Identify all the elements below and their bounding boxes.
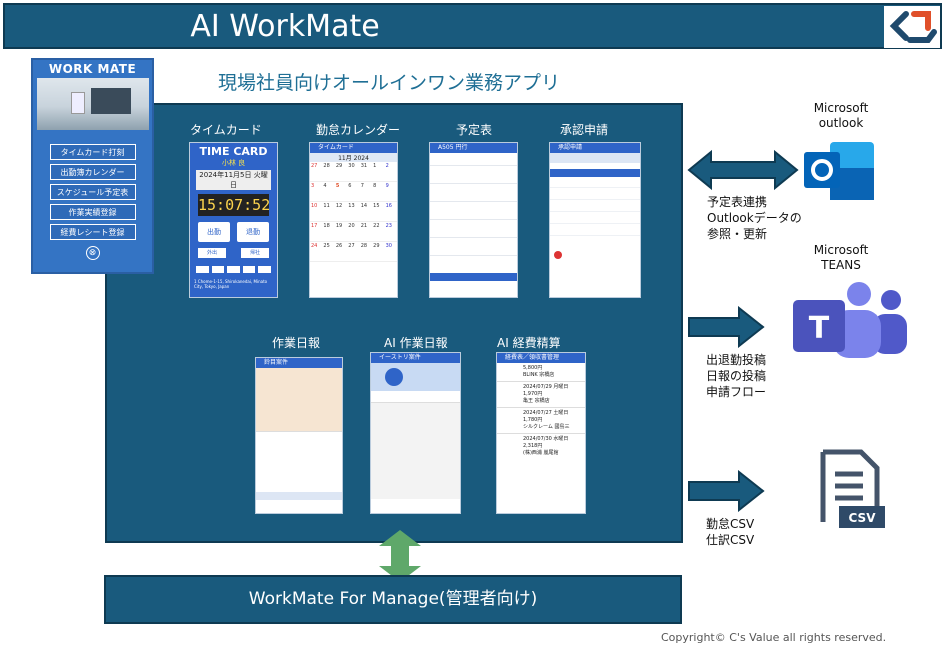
ai-daily-report-title: イーストリ案件 [371, 353, 460, 363]
close-icon[interactable]: ⊗ [85, 246, 100, 260]
copyright: Copyright© C's Value all rights reserved… [661, 631, 887, 644]
manage-box: WorkMate For Manage(管理者向け) [104, 575, 682, 624]
teams-description: 出退勤投稿日報の投稿申請フロー [706, 353, 767, 399]
vertical-sync-arrow-icon [379, 530, 421, 582]
label-ai-daily-report: AI 作業日報 [384, 336, 448, 350]
teams-icon: T [793, 282, 907, 358]
label-timecard: タイムカード [190, 123, 262, 137]
daily-report-screen: 鈴目案件 [255, 357, 343, 514]
menu-work-record-button[interactable]: 作業実績登録 [49, 204, 136, 220]
approval-screen: 承認申請 [549, 142, 641, 298]
page-title: AI WorkMate [190, 9, 380, 44]
title-bar: AI WorkMate [3, 3, 942, 49]
label-calendar: 勤怠カレンダー [316, 123, 401, 137]
side-menu-header: WORK MATE [48, 62, 137, 76]
side-menu: WORK MATE タイムカード打刻 出勤簿カレンダー スケジュール予定表 作業… [31, 58, 154, 274]
microphone-icon[interactable] [385, 368, 403, 386]
ai-daily-report-screen: イーストリ案件 [370, 352, 461, 514]
label-schedule: 予定表 [456, 123, 493, 137]
calendar-month: 11月 2024 [310, 153, 397, 162]
menu-schedule-button[interactable]: スケジュール予定表 [49, 184, 136, 200]
schedule-title: A505 円行 [430, 143, 517, 153]
outlook-icon [804, 142, 874, 200]
clock-out-button[interactable]: 退勤 [237, 222, 269, 242]
arrow-right-icon [688, 306, 765, 348]
company-logo-icon [884, 6, 940, 48]
office-photo [36, 78, 149, 130]
daily-report-title: 鈴目案件 [256, 358, 342, 368]
return-button[interactable]: 帰社 [241, 248, 269, 258]
alert-badge [554, 251, 562, 259]
timecard-title: TIME CARD [199, 145, 268, 158]
svg-text:T: T [809, 311, 830, 346]
timecard-screen: TIME CARD 小林 良 2024年11月5日 火曜日 15:07:52 出… [189, 142, 278, 298]
svg-text:CSV: CSV [849, 511, 877, 525]
approval-title: 承認申請 [550, 143, 640, 153]
schedule-screen: A505 円行 [429, 142, 518, 298]
timecard-user: 小林 良 [221, 159, 246, 167]
timecard-date: 2024年11月5日 火曜日 [196, 170, 271, 190]
csv-file-icon: CSV [820, 449, 885, 528]
timecard-address: 1 Chome-1-15, Shirokanedai, Minato City,… [194, 279, 268, 289]
label-daily-report: 作業日報 [272, 336, 321, 350]
subtitle: 現場社員向けオールインワン業務アプリ [218, 72, 561, 94]
arrow-right-icon [688, 470, 765, 512]
sync-arrow-icon [687, 149, 799, 191]
clock-in-button[interactable]: 出勤 [198, 222, 230, 242]
calendar-title: タイムカード [310, 143, 397, 153]
label-approval: 承認申請 [560, 123, 609, 137]
label-ai-expense: AI 経費精算 [497, 336, 561, 350]
ai-expense-title: 経費表／領収書管理 [497, 353, 585, 363]
timecard-clock: 15:07:52 [198, 194, 271, 216]
timecard-tabs [196, 266, 271, 273]
menu-timecard-button[interactable]: タイムカード打刻 [49, 144, 136, 160]
menu-receipt-button[interactable]: 経費レシート登録 [49, 224, 136, 240]
menu-calendar-button[interactable]: 出勤簿カレンダー [49, 164, 136, 180]
go-out-button[interactable]: 外出 [198, 248, 226, 258]
